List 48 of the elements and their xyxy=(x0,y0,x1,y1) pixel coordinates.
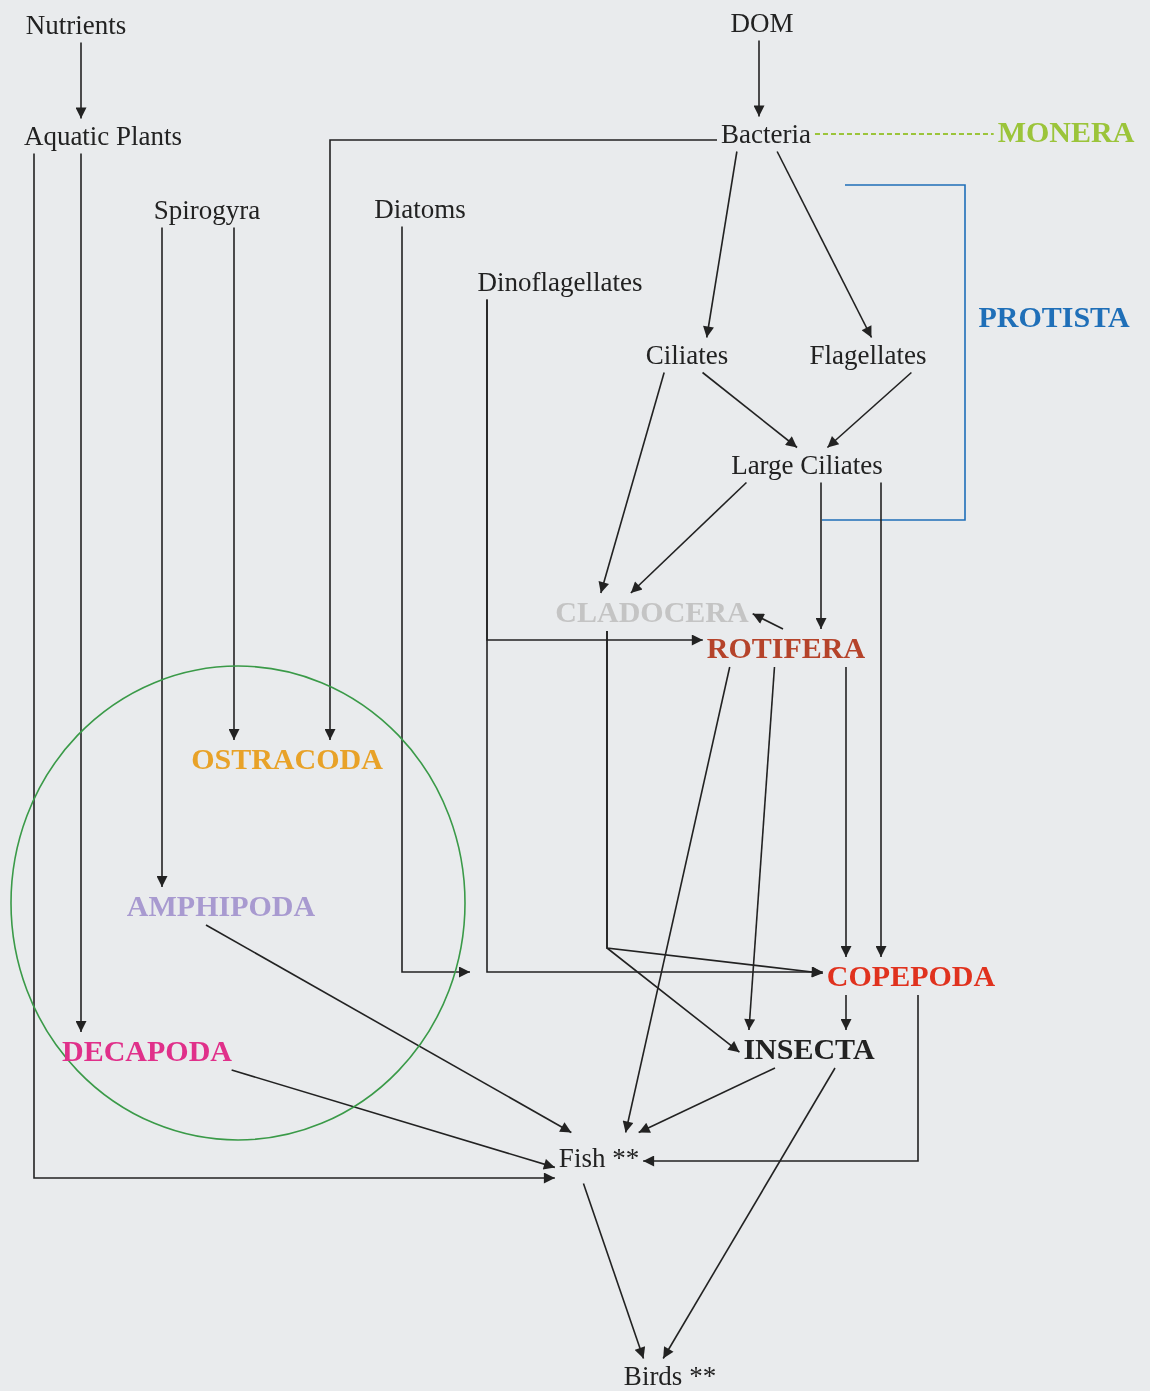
node-label: Birds ** xyxy=(623,1362,717,1390)
node-label: OSTRACODA xyxy=(191,744,383,774)
node-label: Spirogyra xyxy=(153,196,261,224)
arrow xyxy=(703,150,738,339)
arrow xyxy=(753,39,765,118)
arrow xyxy=(701,371,798,449)
arrow xyxy=(840,994,852,1031)
arrow xyxy=(75,41,87,120)
node-label: Dinoflagellates xyxy=(477,268,643,296)
arrow xyxy=(662,1067,836,1360)
node-label: Bacteria xyxy=(721,120,811,148)
arrow xyxy=(642,994,919,1167)
node-label: Flagellates xyxy=(809,341,927,369)
node-label: AMPHIPODA xyxy=(126,891,316,921)
node-label: Aquatic Plants xyxy=(23,122,183,150)
node-label: Ciliates xyxy=(645,341,729,369)
node-label: Fish ** xyxy=(558,1136,640,1180)
node-label: ROTIFERA xyxy=(706,633,866,663)
node-label: DECAPODA xyxy=(62,1036,232,1066)
arrow xyxy=(751,613,784,630)
arrow xyxy=(582,1182,646,1360)
arrow xyxy=(637,1067,776,1134)
node-label: Diatoms xyxy=(374,195,466,223)
arrow xyxy=(156,226,168,888)
node-label: Nutrients xyxy=(25,11,127,39)
node-label: COPEPODA xyxy=(826,961,996,991)
arrow xyxy=(205,924,573,1134)
group-label: MONERA xyxy=(997,117,1135,147)
arrow xyxy=(401,225,471,978)
node-label: Large Ciliates xyxy=(731,451,883,479)
arrow xyxy=(622,666,731,1134)
arrow xyxy=(776,150,873,339)
node-label: DOM xyxy=(730,9,794,37)
arrow xyxy=(324,139,718,741)
arrow xyxy=(230,1069,556,1170)
group-label: PROTISTA xyxy=(978,302,1130,332)
arrow xyxy=(840,666,852,958)
arrow xyxy=(228,226,240,741)
arrow xyxy=(744,666,776,1031)
arrow xyxy=(875,481,887,958)
arrow xyxy=(826,371,913,449)
node-label: INSECTA xyxy=(743,1034,875,1064)
arrow xyxy=(815,481,827,630)
arrow xyxy=(606,630,741,1053)
arrow xyxy=(33,152,556,1184)
arrow xyxy=(75,152,87,1033)
arrow xyxy=(598,371,665,594)
arrow xyxy=(630,481,748,594)
